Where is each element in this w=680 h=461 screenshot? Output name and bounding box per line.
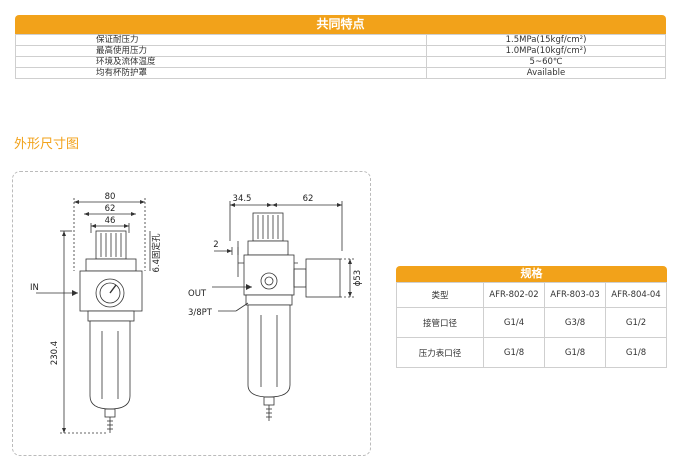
spec-cell: G3/8 <box>544 307 606 338</box>
spec-label: 类型 <box>396 282 484 308</box>
table-row: 压力表口径 G1/8 G1/8 G1/8 <box>396 337 667 368</box>
label-in: IN <box>30 283 39 293</box>
dim-body-width: 62 <box>105 204 116 214</box>
dim-offset: 34.5 <box>233 194 252 204</box>
feature-value: Available <box>426 67 666 79</box>
feature-value: 1.5MPa(15kgf/cm²) <box>426 34 666 46</box>
spec-cell: G1/4 <box>483 307 545 338</box>
table-row: 环境及流体温度 5~60℃ <box>15 56 666 68</box>
feature-label: 均有杯防护罩 <box>15 67 427 79</box>
spec-cell: G1/2 <box>605 307 667 338</box>
common-features-header: 共同特点 <box>15 15 666 34</box>
spec-cell: AFR-804-04 <box>605 282 667 308</box>
feature-value: 1.0MPa(10kgf/cm²) <box>426 45 666 57</box>
dim-gauge-diameter: ϕ53 <box>353 270 363 286</box>
dimension-drawing: 80 62 46 IN 230.4 6.4固定孔 34.5 62 2 OUT 3… <box>30 192 363 434</box>
section-title: 外形尺寸图 <box>14 137 80 152</box>
table-row: 最高使用压力 1.0MPa(10kgf/cm²) <box>15 45 666 57</box>
spec-cell: AFR-802-02 <box>483 282 545 308</box>
spec-cell: G1/8 <box>544 337 606 368</box>
label-out: OUT <box>188 289 207 299</box>
common-features-table: 保证耐压力 1.5MPa(15kgf/cm²) 最高使用压力 1.0MPa(10… <box>15 34 666 79</box>
dim-knob-width: 46 <box>105 216 116 226</box>
feature-label: 保证耐压力 <box>15 34 427 46</box>
dim-gap: 2 <box>213 240 218 250</box>
dim-depth: 62 <box>303 194 314 204</box>
specs-header: 规格 <box>396 266 667 282</box>
spec-cell: G1/8 <box>483 337 545 368</box>
feature-value: 5~60℃ <box>426 56 666 68</box>
spec-cell: AFR-803-03 <box>544 282 606 308</box>
spec-cell: G1/8 <box>605 337 667 368</box>
feature-label: 环境及流体温度 <box>15 56 427 68</box>
specs-table: 类型 AFR-802-02 AFR-803-03 AFR-804-04 接管口径… <box>396 282 667 368</box>
table-row: 保证耐压力 1.5MPa(15kgf/cm²) <box>15 34 666 46</box>
dim-height: 230.4 <box>50 341 60 365</box>
drawing-frame <box>12 171 371 456</box>
spec-label: 压力表口径 <box>396 337 484 368</box>
table-row: 接管口径 G1/4 G3/8 G1/2 <box>396 307 667 338</box>
table-row: 类型 AFR-802-02 AFR-803-03 AFR-804-04 <box>396 282 667 308</box>
dim-overall-width: 80 <box>105 192 116 202</box>
table-row: 均有杯防护罩 Available <box>15 67 666 79</box>
label-gauge-port: 3/8PT <box>188 308 213 318</box>
spec-label: 接管口径 <box>396 307 484 338</box>
dim-mount-hole: 6.4固定孔 <box>151 233 162 273</box>
feature-label: 最高使用压力 <box>15 45 427 57</box>
